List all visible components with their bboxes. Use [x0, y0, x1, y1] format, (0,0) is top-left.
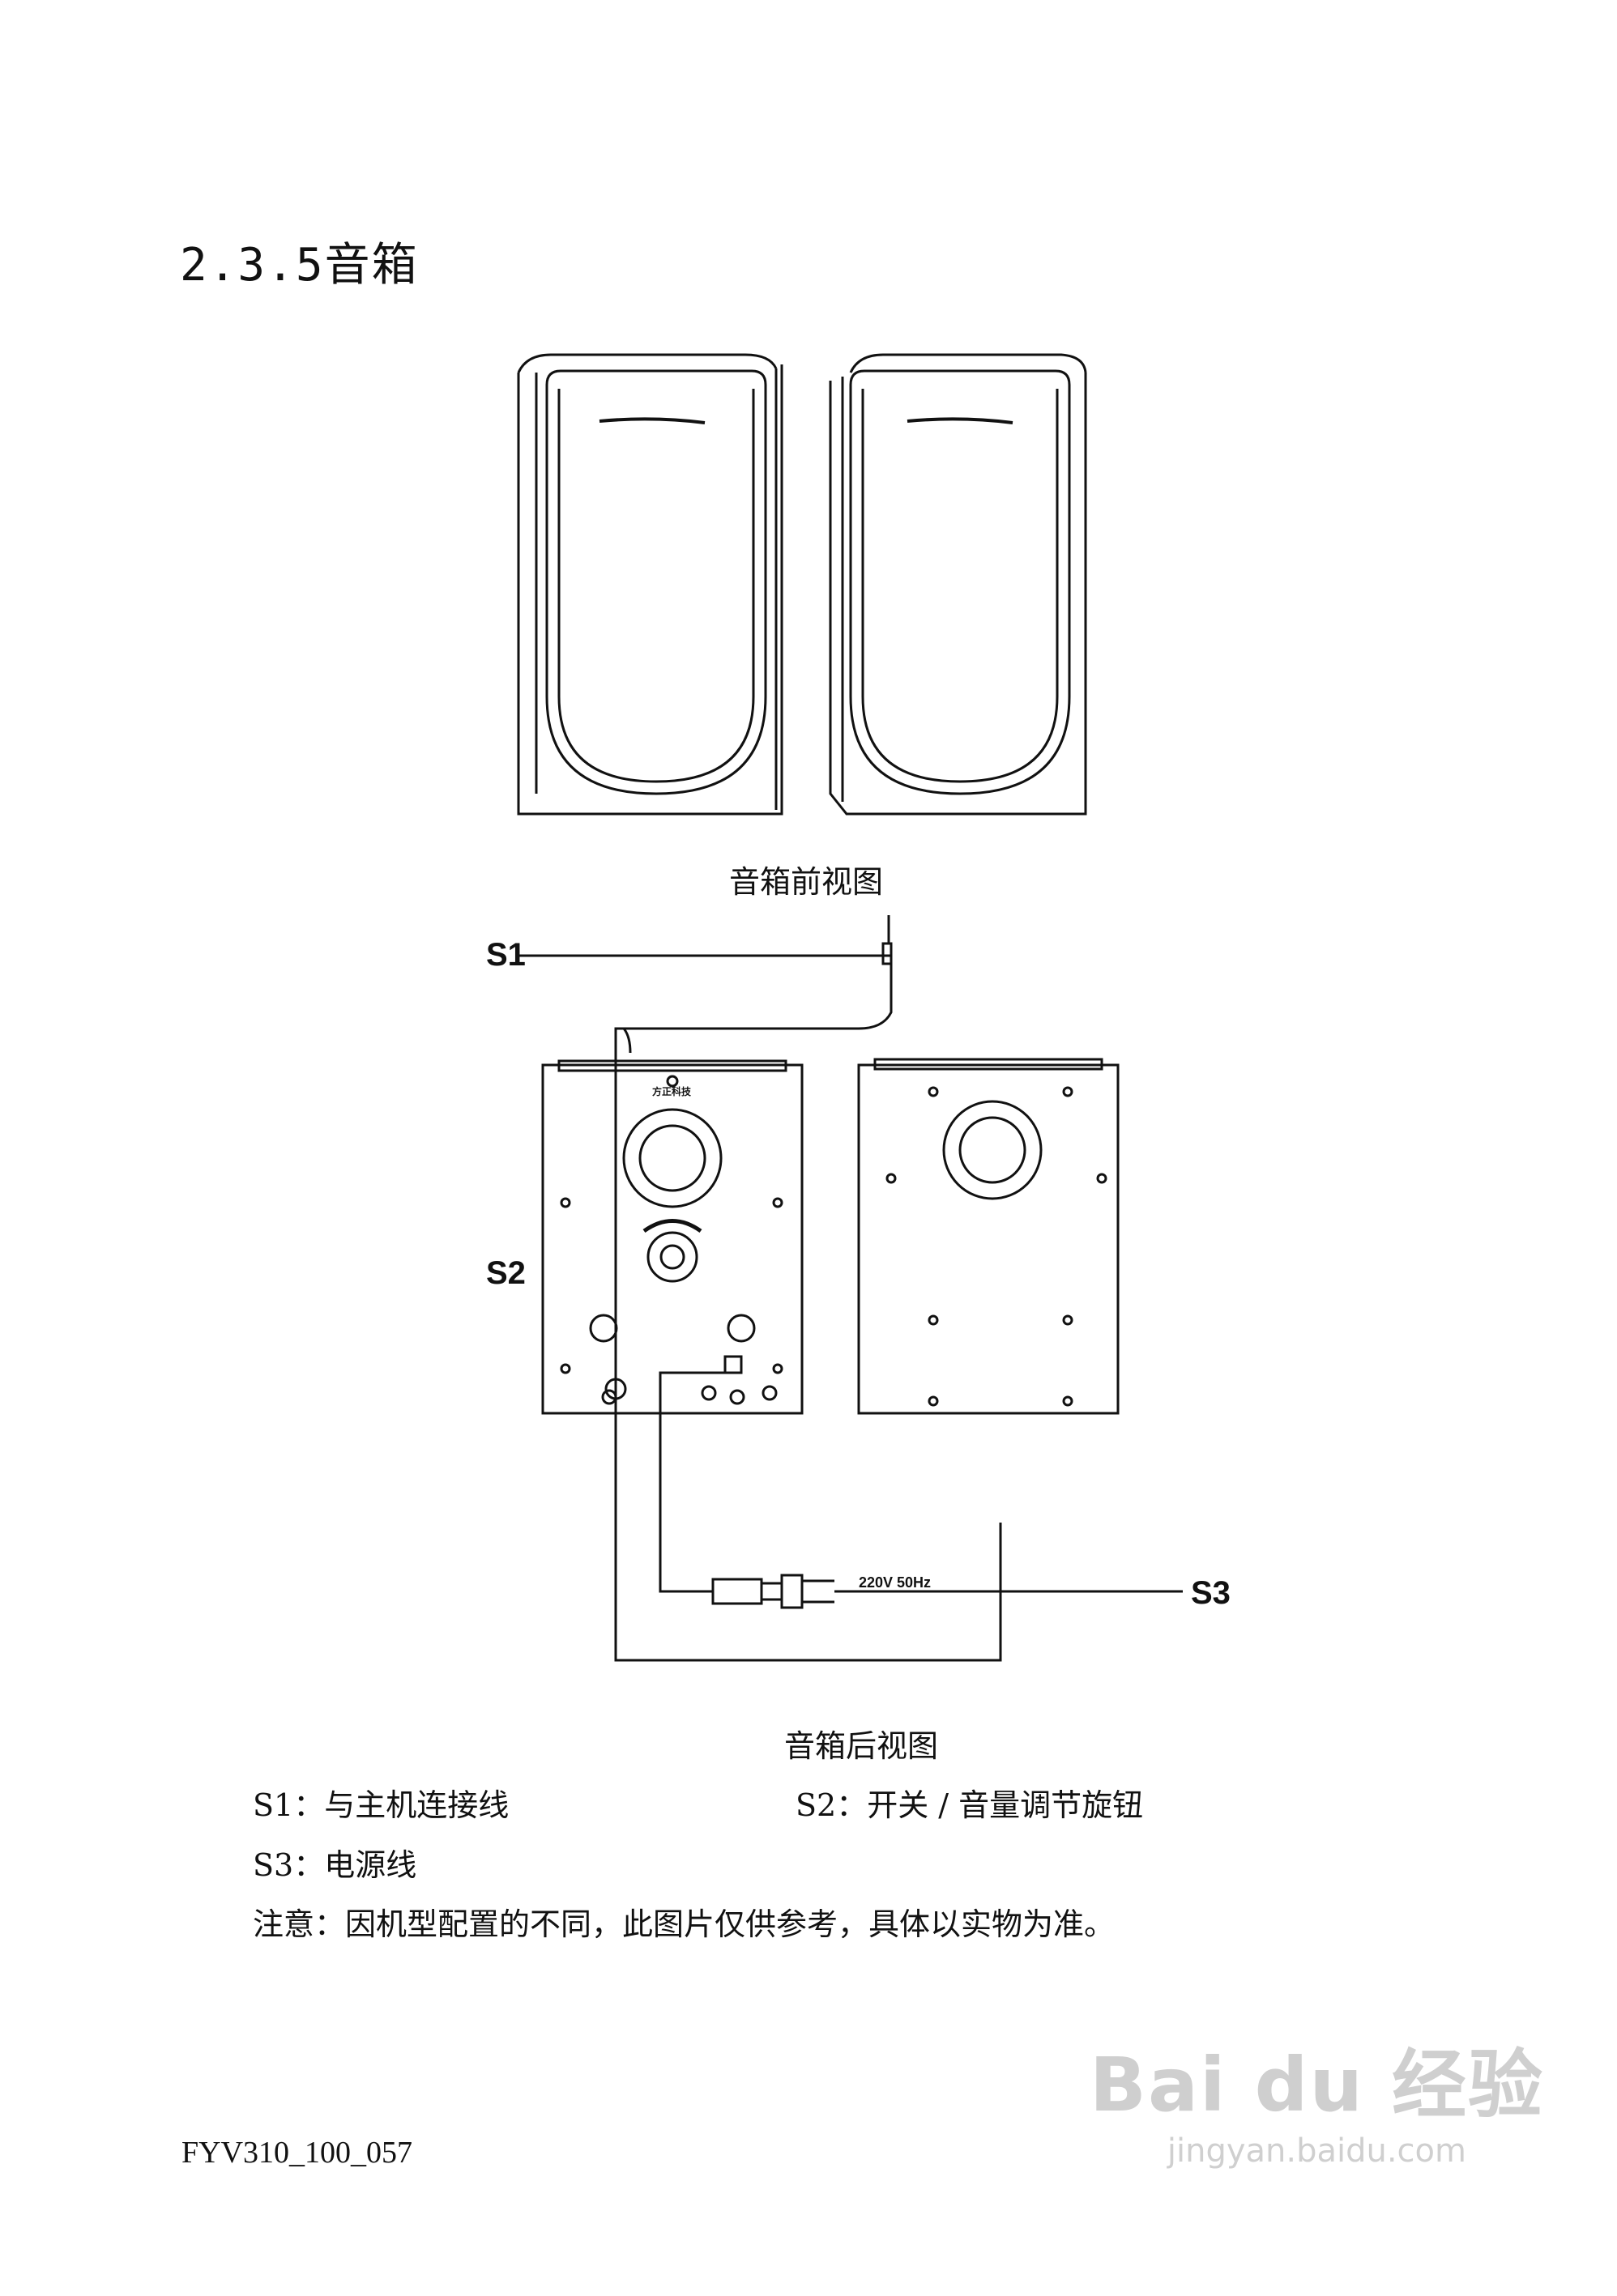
note-text: 注意：因机型配置的不同，此图片仅供参考，具体以实物为准。	[253, 1906, 1116, 1942]
rear-view-caption: 音箱后视图	[784, 1728, 939, 1764]
document-code: FYV310_100_057	[181, 2136, 413, 2170]
plug-rating-label: 220V 50Hz	[859, 1574, 931, 1591]
s3-callout-label: S3	[1191, 1575, 1231, 1611]
watermark-url: jingyan.baidu.com	[1167, 2132, 1466, 2170]
legend-s2: S2：开关 / 音量调节旋钮	[796, 1787, 1144, 1823]
baidu-jingyan-watermark: Bai du 经验 jingyan.baidu.com	[1090, 2025, 1544, 2170]
svg-text:方正科技: 方正科技	[652, 1085, 692, 1097]
s2-callout-label: S2	[486, 1255, 526, 1291]
s1-connection-cable	[518, 915, 893, 1191]
left-speaker-rear: 方正科技	[541, 1059, 804, 1415]
legend-s1: S1：与主机连接线	[253, 1787, 510, 1823]
right-speaker-rear	[857, 1058, 1120, 1415]
section-heading: 2.3.5音箱	[180, 239, 419, 292]
front-view-caption: 音箱前视图	[729, 864, 884, 900]
speaker-front-view-illustration	[517, 353, 1087, 816]
legend-s3: S3：电源线	[253, 1847, 417, 1883]
speaker-rear-view-illustration: 方正科技	[486, 915, 1231, 1662]
watermark-brand: Bai du 经验	[1089, 2042, 1544, 2128]
left-speaker-front	[517, 353, 783, 816]
s3-power-cable	[659, 1371, 1183, 1609]
right-speaker-front	[829, 353, 1087, 816]
s1-callout-label: S1	[486, 937, 526, 973]
